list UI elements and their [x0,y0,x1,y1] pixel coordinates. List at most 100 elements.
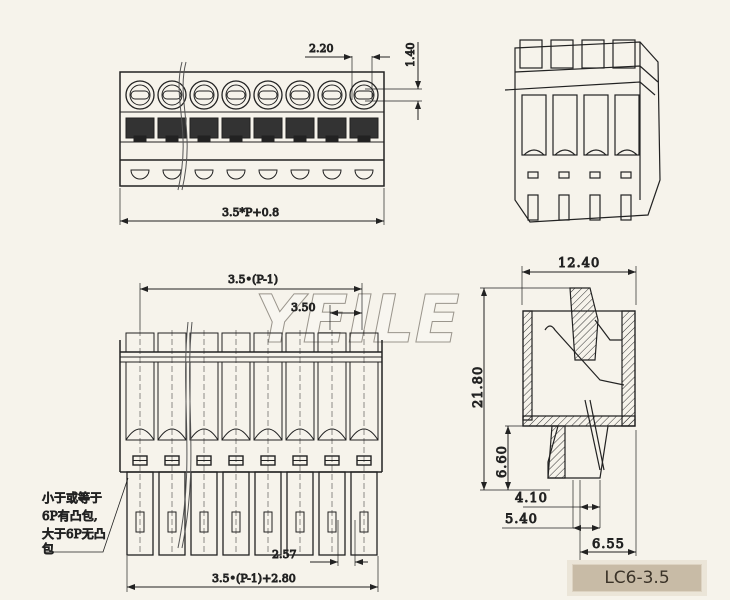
fin-tab [229,135,243,142]
release-slot [162,90,182,100]
grip-fins [189,117,219,139]
iso-body [583,94,609,156]
dim-depth: 12.40 [558,256,600,271]
wire-entry [354,169,374,180]
pin-leg [190,471,218,556]
wire-entry [194,169,214,180]
front-pin [349,330,379,556]
top-pin [189,80,219,180]
dim-pitch: 3.50 [291,301,316,314]
screw-hole [189,80,219,110]
pin-body [349,361,379,441]
top-pin [253,80,283,180]
pin-body [221,361,251,441]
screw-hole [285,80,315,110]
fin-tab [197,135,211,142]
dim-span: 3.5•(P-1) [228,273,278,286]
note-line-2: 6P有凸包, [42,509,98,523]
dim-pin-width: 2.57 [272,548,297,561]
front-pin [253,330,283,556]
iso-leg [620,194,632,221]
fin-tab [165,135,179,142]
pin-body [285,361,315,441]
iso-button [612,39,636,69]
wire-entry [322,169,342,180]
release-slot [322,90,342,100]
top-pin [317,80,347,180]
screw-hole-inner [257,84,279,106]
pin-leg [222,471,250,556]
iso-arc [616,149,638,156]
note-line-4: 包 [42,542,54,556]
iso-window [589,171,601,179]
note-line-3: 大于6P无凸 [42,527,106,541]
release-slot [226,90,246,100]
iso-window [558,171,570,179]
dim-total-height: 21.80 [471,366,486,408]
iso-button [550,39,574,69]
iso-pin [519,39,547,221]
top-pin [125,80,155,180]
release-slot [258,90,278,100]
watermark: YEILE [255,281,460,358]
front-view [45,283,383,592]
screw-hole [253,80,283,110]
grip-fins [125,117,155,139]
pin-body [317,361,347,441]
front-pin [189,330,219,556]
dim-5-40: 5.40 [505,512,538,527]
pin-body [125,361,155,441]
wire-entry [226,169,246,180]
iso-button [519,39,543,69]
front-pin [157,330,187,556]
screw-hole-inner [193,84,215,106]
grip-fins [317,117,347,139]
wire-entry [290,169,310,180]
screw-hole-inner [353,84,375,106]
pin-leg [286,471,314,556]
dim-width-formula: 3.5*P+0.8 [222,206,279,219]
top-view [119,42,422,225]
iso-leg [558,194,570,221]
grip-fins [285,117,315,139]
iso-leg [589,194,601,221]
iso-button [581,39,605,69]
grip-fins [349,117,379,139]
pin-leg [126,471,154,556]
pin-leg [254,471,282,556]
iso-arc [554,149,576,156]
iso-leg [527,194,539,221]
screw-hole [221,80,251,110]
pin-leg [158,471,186,556]
fin-tab [357,135,371,142]
pin-body [157,361,187,441]
release-slot [194,90,214,100]
model-label: LC6-3.5 [572,564,702,592]
note-line-1: 小于或等于 [42,491,102,505]
top-pin [157,80,187,180]
iso-body [614,94,640,156]
front-pin [317,330,347,556]
model-label-box: LC6-3.5 [567,560,707,596]
dim-hole: 2.20 [309,42,334,55]
top-pin [221,80,251,180]
iso-pin [581,39,609,221]
iso-body [521,94,547,156]
iso-window [527,171,539,179]
iso-window [620,171,632,179]
screw-hole [317,80,347,110]
wire-entry [130,169,150,180]
release-slot [290,90,310,100]
grip-fins [221,117,251,139]
dim-height-small: 1.40 [404,43,417,68]
isometric-view [504,39,661,223]
grip-fins [253,117,283,139]
top-pin [349,80,379,180]
fin-tab [293,135,307,142]
screw-hole [349,80,379,110]
top-pin [285,80,315,180]
iso-pin [550,39,578,221]
iso-arc [523,149,545,156]
